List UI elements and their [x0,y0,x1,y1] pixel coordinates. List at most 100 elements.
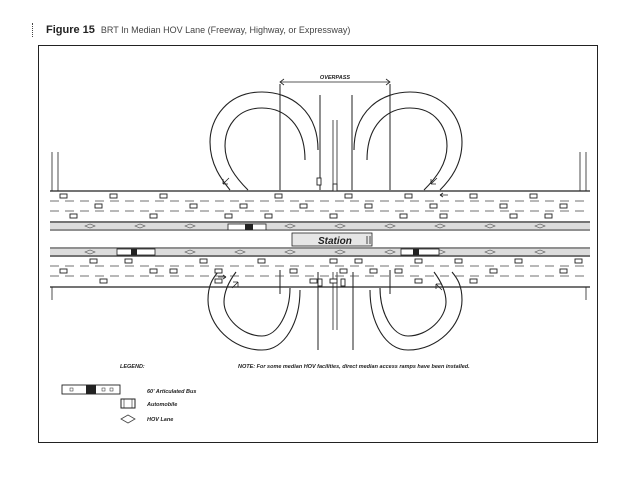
freeway-edges [50,152,590,300]
automobile-icon [574,258,583,264]
automobile-icon [489,268,498,274]
hov-diamond-icon [84,249,96,255]
automobile-icon [399,213,408,219]
automobile-icon [124,258,133,264]
automobile-icon [94,203,103,209]
hov-diamond-icon [84,223,96,229]
figure-title: BRT In Median HOV Lane (Freeway, Highway… [100,25,351,35]
automobile-icon [499,203,508,209]
hov-diamond-icon [334,223,346,229]
figure-header: Figure 15 BRT In Median HOV Lane (Freewa… [32,22,350,38]
overpass-dimension: OVERPASS [279,75,391,86]
automobile-icon [509,213,518,219]
automobile-icon [224,213,233,219]
automobile-icon [149,268,158,274]
automobile-icon [469,278,478,284]
automobile-icon [529,193,538,199]
automobile-icon [329,213,338,219]
automobile-icon [264,213,273,219]
automobile-icon [404,193,413,199]
automobile-icon [309,278,318,284]
automobile-icon [59,268,68,274]
automobile-icon [149,213,158,219]
access-ramp-note: NOTE: For some median HOV facilities, di… [238,364,470,370]
automobile-icon [69,213,78,219]
legend-label: HOV Lane [147,417,173,423]
automobiles [59,177,583,287]
automobile-icon [394,268,403,274]
automobile-icon [316,177,322,186]
cross-road-north [319,95,353,190]
automobile-icon [339,268,348,274]
legend-label: Automobile [146,402,177,408]
figure-label: Figure 15 [46,24,95,36]
automobile-icon [414,258,423,264]
direction-arrows [218,177,448,291]
automobile-icon [329,278,338,284]
header-dotted-rule [32,23,34,37]
legend-hov-lane: HOV Lane [120,414,173,424]
automobile-icon [439,213,448,219]
hov-diamond-icon [434,223,446,229]
legend-title: LEGEND: [120,364,145,370]
automobile-icon [159,193,168,199]
automobile-icon [317,278,323,287]
hov-diamond-icon [284,223,296,229]
automobile-icon [299,203,308,209]
articulated-bus-south-west [116,248,156,256]
automobile-icon [169,268,178,274]
overpass-label: OVERPASS [320,75,350,81]
hov-diamond-icon [384,249,396,255]
hov-diamond-icon [484,249,496,255]
station-label: Station [318,236,352,247]
hov-diamond-icon [484,223,496,229]
arrow-icon [222,177,230,185]
automobile-icon [364,203,373,209]
automobile-icon [289,268,298,274]
hov-diamond-icon [534,223,546,229]
cloverleaf-loops-south [207,271,463,351]
automobile-icon [514,258,523,264]
articulated-bus-north [227,223,267,231]
automobile-icon [189,203,198,209]
automobile-icon [414,278,423,284]
automobile-icon [239,203,248,209]
automobile-icon [344,193,353,199]
lane-markings [50,200,590,277]
automobile-icon [454,258,463,264]
automobile-icon [429,203,438,209]
automobile-icon [199,258,208,264]
hov-diamond-icon [284,249,296,255]
automobile-icon [120,398,136,409]
arrow-icon [430,177,438,185]
hov-diamond-icon [184,249,196,255]
automobile-icon [257,258,266,264]
articulated-bus-south-east [400,248,440,256]
automobile-icon [274,193,283,199]
arrow-icon [218,274,227,280]
hov-diamond-icon [384,223,396,229]
station-platform: Station [291,232,373,247]
automobile-icon [354,258,363,264]
legend-label: 60' Articulated Bus [147,389,196,395]
automobile-icon [214,268,223,274]
automobile-icon [340,278,346,287]
automobile-icon [109,193,118,199]
hov-diamond-icon [234,249,246,255]
automobile-icon [559,268,568,274]
automobile-icon [59,193,68,199]
automobile-icon [559,203,568,209]
automobile-icon [214,278,223,284]
automobile-icon [99,278,108,284]
automobile-icon [544,213,553,219]
cross-road-south [317,272,354,350]
automobile-icon [469,193,478,199]
legend-articulated-bus: 60' Articulated Bus [61,384,196,395]
cloverleaf-loops-north [209,91,463,191]
hov-diamond-icon [184,223,196,229]
arrow-icon [231,281,239,289]
automobile-icon [369,268,378,274]
hov-diamond-icon [134,223,146,229]
automobile-icon [332,183,338,192]
